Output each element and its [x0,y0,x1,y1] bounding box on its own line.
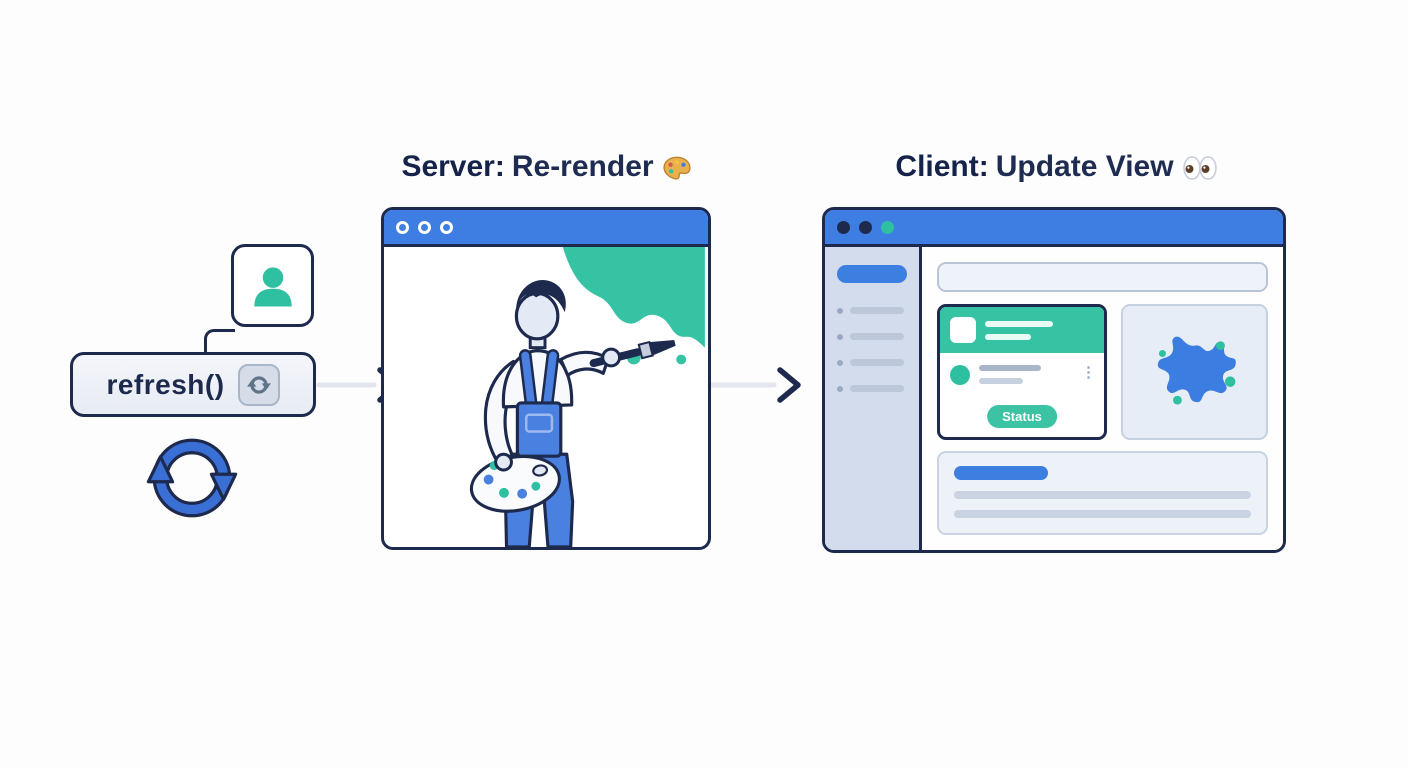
content-row: ⋮ Status [937,304,1268,440]
body-text-placeholder [979,365,1041,371]
text-line-placeholder [954,510,1251,518]
card-body: ⋮ [940,353,1104,385]
sidebar-nav-item [825,359,919,366]
user-avatar-icon [253,266,292,307]
refresh-call-label: refresh() [106,368,225,400]
card-header [940,307,1104,353]
sidebar-nav-item [825,385,919,392]
card-app-icon [950,317,976,343]
fresh-paint-panel [1121,304,1268,440]
refresh-icon-chip [237,363,280,406]
client-browser-window: ⋮ Status [822,207,1286,553]
window-dot [396,220,409,234]
card-header-lines [985,320,1053,340]
paint-splat-icon [1157,336,1236,405]
window-dot [418,220,431,234]
progress-bar [954,466,1048,480]
client-main-area: ⋮ Status [922,247,1283,550]
nav-label-placeholder [850,359,904,366]
updated-content-card: ⋮ Status [937,304,1107,440]
client-window-body: ⋮ Status [825,247,1283,550]
client-title-bold: Client: [895,150,989,183]
refresh-call-pill: refresh() [70,352,316,417]
bottom-content-panel [937,451,1268,535]
body-text-placeholder [979,378,1023,384]
nav-bullet-icon [837,307,843,314]
sync-cycle-icon [146,438,238,518]
card-avatar-dot [950,365,970,385]
client-title-rest: Update View [995,150,1174,183]
nav-label-placeholder [850,385,904,392]
user-avatar-card [231,244,314,327]
nav-label-placeholder [850,307,904,314]
window-dot [881,220,894,234]
window-dot [859,220,872,234]
status-badge: Status [987,405,1057,428]
avatar-connector-line [204,329,235,357]
nav-bullet-icon [837,385,843,392]
card-body-lines [979,365,1041,384]
client-window-titlebar [825,210,1283,247]
server-window-titlebar [384,210,708,247]
sidebar-nav-item [825,307,919,314]
sidebar-primary-button [837,265,907,283]
sidebar-nav-item [825,333,919,340]
text-line-placeholder [954,491,1251,499]
refresh-arrows-icon [246,375,271,394]
address-bar [937,262,1268,292]
client-step-title: Client:Update View [856,150,1256,184]
window-dot [440,220,453,234]
painter-illustration [469,247,705,547]
header-text-placeholder [985,333,1031,340]
palette-icon [662,156,691,180]
server-browser-window [381,207,711,550]
sidebar [825,247,922,550]
server-title-bold: Server: [401,150,505,183]
nav-bullet-icon [837,333,843,340]
server-title-rest: Re-render [511,150,654,183]
header-text-placeholder [985,320,1053,327]
server-render-canvas [384,247,708,547]
eyes-icon [1182,156,1217,180]
nav-label-placeholder [850,333,904,340]
server-step-title: Server:Re-render [346,150,746,184]
window-dot [837,220,850,234]
nav-bullet-icon [837,359,843,366]
kebab-menu-icon: ⋮ [1081,364,1096,381]
